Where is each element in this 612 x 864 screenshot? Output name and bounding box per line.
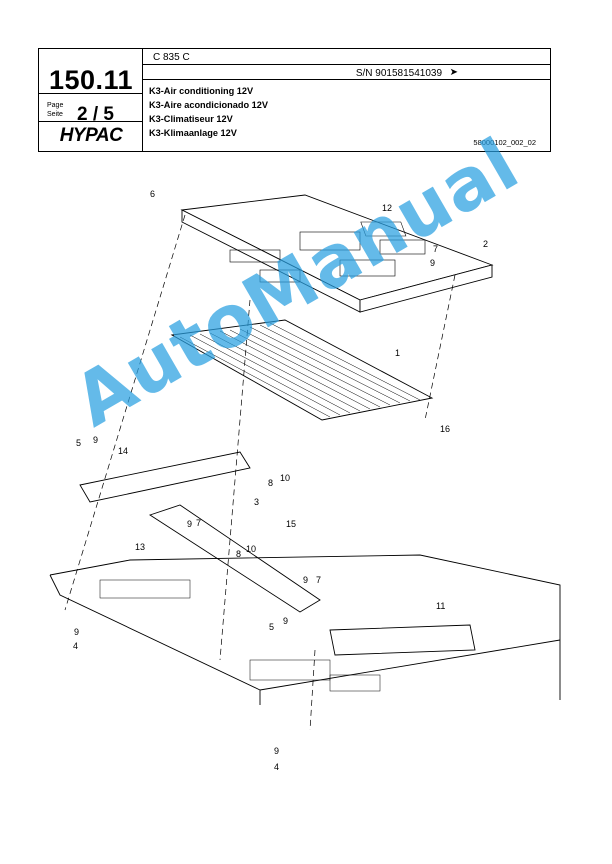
svg-text:9: 9: [430, 258, 435, 268]
svg-text:7: 7: [196, 518, 201, 528]
svg-text:7: 7: [316, 575, 321, 585]
svg-text:5: 5: [76, 438, 81, 448]
model-name: C 835 C: [153, 52, 190, 63]
svg-text:4: 4: [73, 641, 78, 651]
title-block: 150.11 Page Seite 2 / 5 HYPAC C 835 C S/…: [38, 48, 551, 152]
divider: [142, 79, 550, 81]
svg-text:9: 9: [93, 435, 98, 445]
callout-labels: 6 12 7 2 9 1 16 5 9 14 8 10 3 9 7 15 13 8 10 9 7 11…: [73, 189, 488, 772]
svg-text:5: 5: [269, 622, 274, 632]
svg-text:1: 1: [395, 348, 400, 358]
divider: [142, 64, 550, 66]
svg-text:3: 3: [254, 497, 259, 507]
svg-text:13: 13: [135, 542, 145, 552]
assembly-lines: [64, 214, 456, 731]
cover-plate: [180, 194, 494, 313]
bracket-14: [79, 451, 251, 503]
svg-text:14: 14: [118, 446, 128, 456]
svg-text:16: 16: [440, 424, 450, 434]
svg-text:12: 12: [382, 203, 392, 213]
svg-text:10: 10: [246, 544, 256, 554]
title-en: K3-Air conditioning 12V: [149, 86, 254, 96]
arrow-icon: ➤: [449, 67, 458, 78]
svg-text:9: 9: [274, 746, 279, 756]
exploded-parts-drawing: 6 12 7 2 9 1 16 5 9 14 8 10 3 9 7 15 13 8 10 9 7 11…: [49, 189, 561, 772]
svg-text:8: 8: [236, 549, 241, 559]
svg-text:2: 2: [483, 239, 488, 249]
seite-label: Seite: [47, 111, 63, 118]
divider: [142, 49, 144, 151]
svg-text:9: 9: [187, 519, 192, 529]
svg-text:11: 11: [436, 601, 445, 611]
svg-text:9: 9: [283, 616, 288, 626]
page-indicator: 2 / 5: [77, 104, 114, 125]
svg-text:9: 9: [74, 627, 79, 637]
drawing-code: 58000102_002_02: [473, 138, 536, 147]
svg-text:4: 4: [274, 762, 279, 772]
title-de: K3-Klimaanlage 12V: [149, 128, 237, 138]
svg-text:9: 9: [303, 575, 308, 585]
grille-11: [329, 624, 476, 656]
serial-number: S/N 901581541039: [355, 68, 442, 79]
section-number: 150.11: [48, 65, 134, 95]
svg-text:7: 7: [433, 244, 438, 254]
title-fr: K3-Climatiseur 12V: [149, 114, 233, 124]
svg-text:15: 15: [286, 519, 296, 529]
svg-text:8: 8: [268, 478, 273, 488]
divider: [39, 93, 142, 95]
title-es: K3-Aire acondicionado 12V: [149, 100, 268, 110]
divider: [39, 121, 142, 123]
svg-text:6: 6: [150, 189, 155, 199]
page-label: Page: [47, 102, 64, 109]
condenser-unit: [170, 319, 434, 421]
svg-text:10: 10: [280, 473, 290, 483]
brand-logo: HYPAC: [59, 125, 123, 146]
roof-panel: [49, 554, 561, 705]
